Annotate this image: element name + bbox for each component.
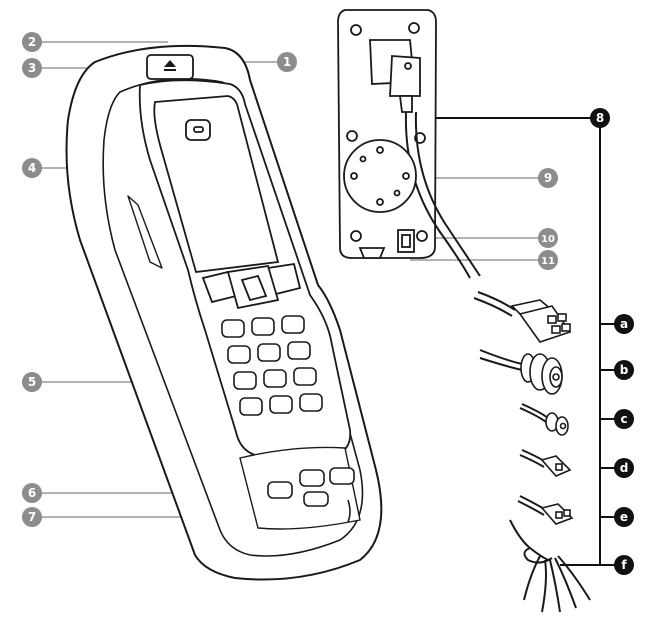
callout-badge-5 — [22, 372, 42, 392]
phone — [138, 79, 352, 461]
mount-screw — [402, 172, 410, 180]
callout-badge-a — [614, 314, 634, 334]
connector-f-wires — [509, 519, 591, 613]
callout-badge-e — [614, 507, 634, 527]
callout-badge-8 — [590, 108, 610, 128]
eject-button[interactable] — [146, 54, 194, 80]
cable-strain-relief — [398, 95, 413, 113]
cradle-key — [299, 469, 325, 487]
callout-badge-1 — [277, 52, 297, 72]
key — [269, 395, 293, 414]
callout-badge-11 — [538, 250, 558, 270]
callout-badge-7 — [22, 507, 42, 527]
callout-label-10: 10 — [541, 234, 555, 245]
side-clip — [127, 195, 163, 269]
callout-badge-3 — [22, 58, 42, 78]
bottom-clip — [358, 247, 386, 259]
connector-pin — [404, 62, 412, 70]
nav-center — [240, 274, 268, 302]
cable — [404, 111, 471, 279]
mount-screw — [350, 172, 358, 180]
callout-badge-6 — [22, 483, 42, 503]
key — [281, 315, 305, 334]
usb-port-inner — [401, 234, 411, 248]
keypad — [221, 315, 323, 416]
callout-badge-b — [614, 360, 634, 380]
cradle-keypad — [239, 446, 361, 530]
key — [293, 367, 317, 386]
key — [239, 397, 263, 416]
callout-label-11: 11 — [541, 256, 555, 267]
cradle-key — [303, 491, 329, 507]
cable-edge — [414, 111, 481, 277]
cradle-back — [337, 9, 481, 279]
key — [299, 393, 323, 412]
callout-label-8: 8 — [596, 111, 604, 125]
key — [221, 319, 245, 338]
cradle-key — [329, 467, 355, 485]
callout-label-7: 7 — [28, 510, 36, 524]
callout-badge-d — [614, 458, 634, 478]
connector-e — [517, 495, 574, 525]
phone-screen — [153, 95, 280, 273]
callout-label-1: 1 — [283, 55, 291, 69]
key — [263, 369, 287, 388]
callout-label-b: b — [620, 363, 629, 377]
connector-c — [519, 403, 569, 436]
screw-hole — [346, 130, 358, 142]
cradle-key — [267, 481, 293, 499]
callout-badges: 1 2 3 4 5 6 7 9 10 11 8 a b c d e f — [22, 32, 634, 575]
callout-label-6: 6 — [28, 486, 36, 500]
mount-screw — [359, 155, 367, 163]
mount-screw — [376, 146, 384, 154]
callout-label-c: c — [620, 412, 627, 426]
callout-label-f: f — [621, 558, 627, 572]
key — [251, 317, 275, 336]
screw-hole — [416, 230, 428, 242]
connector-d — [519, 449, 572, 477]
microphone-slot — [347, 499, 351, 523]
connector-block — [389, 55, 421, 97]
connector-a — [473, 291, 572, 343]
camera-lens — [193, 126, 204, 133]
callout-label-4: 4 — [28, 161, 36, 175]
key — [287, 341, 311, 360]
key — [233, 371, 257, 390]
callout-badge-9 — [538, 168, 558, 188]
callout-label-e: e — [620, 510, 628, 524]
mount-screw — [376, 198, 384, 206]
mount-screw — [393, 189, 401, 197]
screw-hole — [408, 22, 420, 34]
callout-label-3: 3 — [28, 61, 36, 75]
callout-label-5: 5 — [28, 375, 36, 389]
callout-label-9: 9 — [544, 171, 552, 185]
key — [257, 343, 281, 362]
screw-hole — [350, 230, 362, 242]
eject-icon — [164, 60, 176, 71]
connector-b — [479, 349, 563, 395]
callout-badge-4 — [22, 158, 42, 178]
callout-badge-c — [614, 409, 634, 429]
callout-label-a: a — [620, 317, 628, 331]
callout-badge-f — [614, 555, 634, 575]
key — [227, 345, 251, 364]
screw-hole — [350, 24, 362, 36]
connectors — [473, 291, 591, 613]
callout-label-2: 2 — [28, 35, 36, 49]
connector-bracket — [410, 117, 622, 566]
cradle-keypad-panel — [239, 446, 361, 530]
callout-badge-2 — [22, 32, 42, 52]
callout-label-d: d — [620, 461, 629, 475]
callout-badge-10 — [538, 228, 558, 248]
